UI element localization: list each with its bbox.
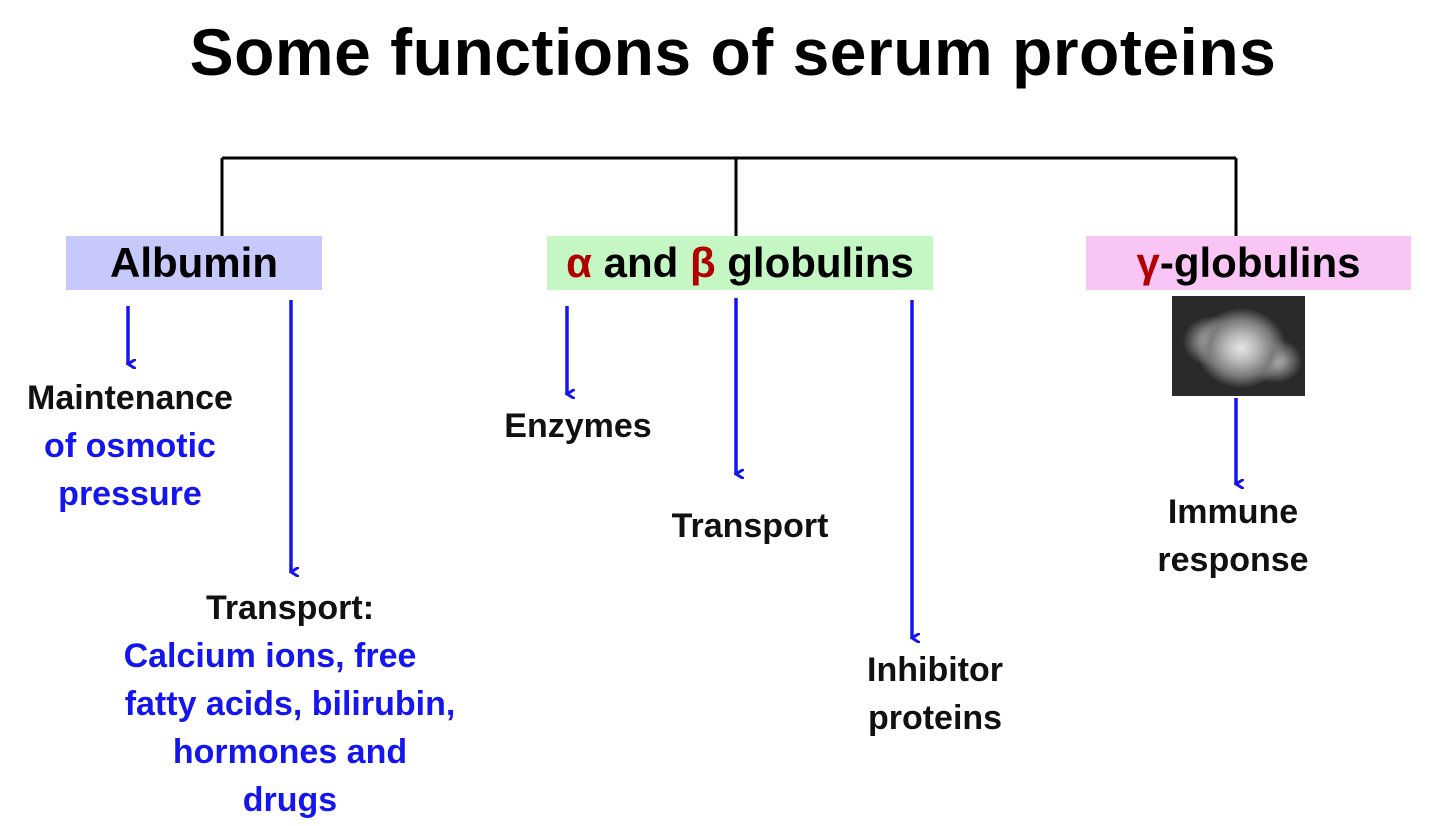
- inhibitor-text: Inhibitor: [867, 651, 1003, 689]
- inhibitor-proteins-label: Inhibitor proteins: [820, 646, 1050, 742]
- diagram-title: Some functions of serum proteins: [189, 15, 1277, 89]
- enzymes-label: Enzymes: [504, 407, 652, 445]
- tree-connector: [220, 156, 1238, 238]
- immune-text: Immune: [1167, 493, 1299, 531]
- maintenance-osmotic-label: Maintenance of osmotic pressure: [0, 374, 260, 518]
- albumin-label: Albumin: [110, 239, 278, 286]
- maintenance-text: Maintenance: [27, 379, 233, 417]
- gamma-globulins-text: -globulins: [1159, 239, 1361, 286]
- lymphocyte-image: [1172, 296, 1305, 396]
- transport-line-1: Calcium ions, free: [123, 637, 417, 675]
- alpha-symbol: α: [566, 239, 592, 286]
- transport-line-2: fatty acids, bilirubin,: [124, 685, 456, 723]
- transport-heading: Transport:: [205, 589, 375, 627]
- transport-label: Transport: [671, 507, 829, 545]
- response-text: response: [1157, 541, 1309, 579]
- osmotic-text: of osmotic: [44, 427, 216, 465]
- albumin-box: Albumin: [66, 236, 322, 290]
- and-text: and: [591, 239, 690, 286]
- transport-line-4: drugs: [242, 781, 338, 819]
- globulins-text: globulins: [715, 239, 914, 286]
- proteins-text: proteins: [867, 699, 1003, 737]
- immune-response-label: Immune response: [1120, 488, 1346, 584]
- alpha-beta-globulins-box: α and β globulins: [547, 236, 933, 290]
- transport-line-3: hormones and: [172, 733, 408, 771]
- albumin-transport-label: Transport: Calcium ions, free fatty acid…: [60, 584, 520, 824]
- pressure-text: pressure: [58, 475, 202, 513]
- gamma-symbol: γ: [1136, 239, 1160, 286]
- gamma-globulins-box: γ-globulins: [1086, 236, 1411, 290]
- beta-symbol: β: [689, 239, 716, 286]
